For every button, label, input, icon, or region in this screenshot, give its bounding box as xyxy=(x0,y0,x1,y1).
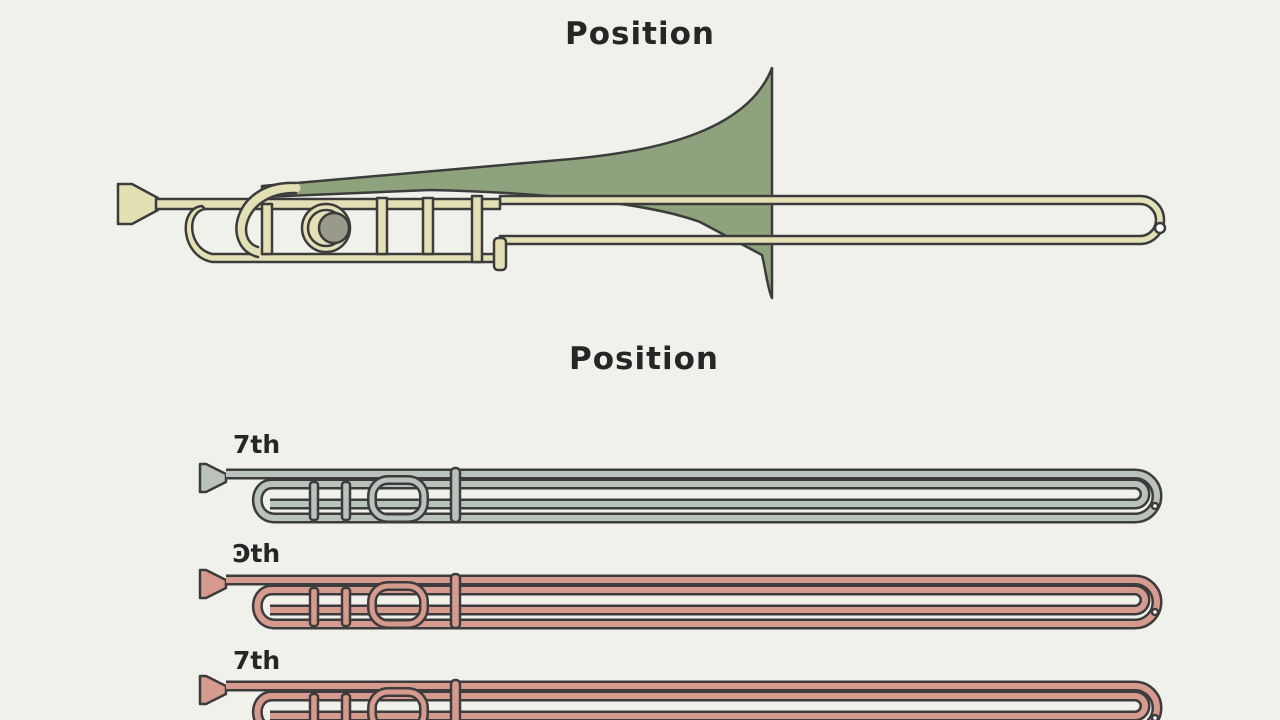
tuning-crook xyxy=(184,204,502,264)
slide-tube-outline xyxy=(226,574,1163,630)
mouthpiece xyxy=(116,182,160,226)
bell-crook-outline xyxy=(235,181,298,259)
full-trombone-illustration xyxy=(116,66,1167,300)
slide-stocking xyxy=(449,678,462,720)
slide-brace xyxy=(308,480,320,522)
position-label: Ͽth xyxy=(233,539,281,568)
valve-loop xyxy=(369,689,427,720)
slide-stocking xyxy=(492,236,508,272)
slide-diagram-1 xyxy=(198,462,1163,524)
valve-loop xyxy=(369,477,427,521)
slide-brace xyxy=(340,692,352,720)
slide-brace xyxy=(340,586,352,628)
mouthpiece xyxy=(198,568,228,600)
mouthpiece xyxy=(198,674,228,706)
slide-stocking xyxy=(449,572,462,630)
slide-stocking xyxy=(449,466,462,524)
position-label: 7th xyxy=(233,646,281,675)
slide-diagram-2 xyxy=(198,568,1163,630)
top-diagram-title: Position xyxy=(565,16,715,52)
valve-loop xyxy=(369,583,427,627)
slide-tube-outline xyxy=(226,468,1163,524)
slide-brace xyxy=(375,196,389,256)
slide-bumper xyxy=(1150,607,1160,617)
slide-position-diagrams xyxy=(198,462,1163,720)
slide-diagram-3 xyxy=(198,674,1163,720)
outer-slide xyxy=(498,194,1166,246)
slide-tube xyxy=(226,577,1160,627)
bell-crook xyxy=(236,183,301,257)
slide-bumper xyxy=(1150,713,1160,720)
slide-brace xyxy=(308,586,320,628)
slide-brace xyxy=(470,194,484,264)
position-label: 7th xyxy=(233,430,281,459)
slide-tube xyxy=(226,683,1160,720)
mouthpiece xyxy=(198,462,228,494)
slide-bumper xyxy=(1153,221,1167,235)
slide-tube xyxy=(226,471,1160,521)
slide-brace xyxy=(421,196,435,256)
slide-brace xyxy=(308,692,320,720)
position-section-title: Position xyxy=(569,341,719,377)
slide-brace xyxy=(340,480,352,522)
trombone-bell xyxy=(260,66,774,300)
slide-bumper xyxy=(1150,501,1160,511)
slide-brace xyxy=(260,202,274,256)
